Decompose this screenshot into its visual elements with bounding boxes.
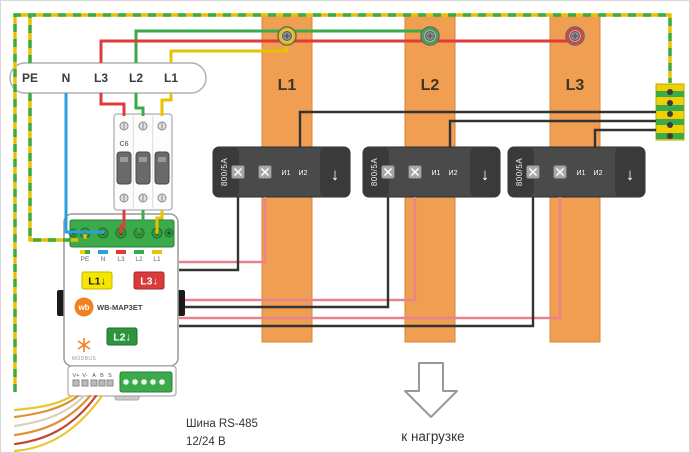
ct1-direction-arrow-icon: ↓ bbox=[331, 165, 340, 184]
supply-label-oval: PE N L3 L2 L1 bbox=[9, 62, 207, 94]
meter-bus-terminal-vminus: V- bbox=[82, 373, 87, 379]
meter-modbus-label: MODBUS bbox=[72, 356, 97, 362]
modbus-snowflake-icon bbox=[77, 338, 91, 352]
meter-model-label: WB-MAP3ET bbox=[97, 303, 143, 312]
ct1-left-cap bbox=[213, 147, 239, 197]
meter-terminal-label-l2: L2 bbox=[135, 256, 143, 263]
meter-bus-terminal-vplus: V+ bbox=[73, 373, 80, 379]
supply-label-l2: L2 bbox=[129, 71, 143, 85]
meter-din-clip-left bbox=[57, 290, 65, 316]
breaker-toggles bbox=[116, 151, 170, 185]
meter-green-connector bbox=[119, 371, 173, 393]
meter-phase-tag-l1: L1↓ bbox=[81, 271, 113, 290]
pe-block-screws bbox=[667, 89, 673, 139]
wire-l2-to-breaker bbox=[134, 93, 145, 116]
pe-block-stripe bbox=[656, 105, 684, 111]
ct1-terminal-label-i1: И1 bbox=[282, 170, 291, 177]
wire-neutral bbox=[64, 93, 105, 234]
meter-bus-terminal-b: B bbox=[100, 373, 104, 379]
meter-phase-tag-l2-label: L2↓ bbox=[113, 332, 131, 344]
current-transformer-2: 800/5А И1 И2 ↓ bbox=[362, 146, 501, 198]
meter-brand-label: wb bbox=[77, 303, 89, 312]
ct2-terminal-label-i2: И2 bbox=[449, 170, 458, 177]
wire-ct2-common-to-pe-block bbox=[448, 119, 656, 148]
meter-phase-tag-l2: L2↓ bbox=[106, 327, 138, 346]
power-note: 12/24 В bbox=[186, 436, 226, 448]
wire-ct2-secondary-i2 bbox=[185, 197, 417, 302]
ct2-right-cap bbox=[470, 147, 500, 197]
wire-pe-border bbox=[13, 13, 672, 392]
ct1-screw-i2-icon bbox=[258, 165, 272, 179]
wire-ct1-common-to-pe-block bbox=[298, 110, 656, 148]
current-transformer-3: 800/5А И1 И2 ↓ bbox=[507, 146, 646, 198]
ct3-terminal-label-i2: И2 bbox=[594, 170, 603, 177]
supply-label-pe: PE bbox=[22, 71, 38, 85]
meter-bus-terminal-a: A bbox=[92, 373, 96, 379]
ct2-left-cap bbox=[363, 147, 389, 197]
wire-l2-breaker-to-meter bbox=[137, 210, 145, 234]
busbar-l2-label: L2 bbox=[421, 77, 440, 94]
busbar-l1-bolt-icon bbox=[277, 26, 297, 46]
ct2-terminal-label-i1: И1 bbox=[432, 170, 441, 177]
busbar-l2-bolt-icon bbox=[420, 26, 440, 46]
meter-terminal-color-markers bbox=[80, 250, 162, 254]
wire-ct3-secondary-i2 bbox=[179, 197, 562, 320]
wire-ct1-secondary-i1 bbox=[179, 197, 240, 272]
wire-l3-breaker-to-meter bbox=[119, 210, 126, 234]
circuit-breaker: C6 bbox=[113, 113, 173, 211]
load-arrow-icon bbox=[404, 362, 458, 418]
ct1-rating-label: 800/5А bbox=[220, 158, 229, 187]
supply-label-l1: L1 bbox=[164, 71, 178, 85]
ct3-terminal-label-i1: И1 bbox=[577, 170, 586, 177]
meter-phase-tag-l1-label: L1↓ bbox=[88, 276, 106, 288]
breaker-pole-dividers bbox=[132, 114, 154, 210]
wire-ct3-secondary-i1 bbox=[179, 197, 535, 328]
wire-l1-breaker-to-meter bbox=[155, 210, 164, 234]
meter-terminal-label-l1: L1 bbox=[153, 256, 161, 263]
ct2-screw-i2-icon bbox=[408, 165, 422, 179]
ct1-terminal-label-i2: И2 bbox=[299, 170, 308, 177]
ct3-screw-i2-icon bbox=[553, 165, 567, 179]
ct1-screw-i1-icon bbox=[231, 165, 245, 179]
meter-din-clip-right bbox=[177, 290, 185, 316]
breaker-top-screws bbox=[119, 121, 167, 131]
wire-l1-to-breaker bbox=[160, 93, 173, 116]
supply-label-l3: L3 bbox=[94, 71, 108, 85]
meter-terminal-label-pe: PE bbox=[81, 256, 90, 263]
meter-terminal-label-n: N bbox=[101, 256, 106, 263]
ct2-screw-i1-icon bbox=[381, 165, 395, 179]
meter-bus-terminal-s: S bbox=[108, 373, 112, 379]
ct3-rating-label: 800/5А bbox=[515, 158, 524, 187]
meter-bus-terminal-screws bbox=[72, 379, 114, 387]
breaker-rating-label: C6 bbox=[120, 141, 129, 148]
supply-oval bbox=[9, 62, 207, 94]
busbar-l3-label: L3 bbox=[566, 77, 585, 94]
ct3-screw-i1-icon bbox=[526, 165, 540, 179]
ct1-right-cap bbox=[320, 147, 350, 197]
pe-terminal-block bbox=[655, 83, 685, 141]
current-transformer-1: 800/5А И1 И2 ↓ bbox=[212, 146, 351, 198]
ct2-direction-arrow-icon: ↓ bbox=[481, 165, 490, 184]
ct3-right-cap bbox=[615, 147, 645, 197]
wire-l3-to-breaker bbox=[99, 93, 126, 116]
wire-pe-to-meter bbox=[28, 93, 87, 242]
busbar-l3-bolt-icon bbox=[565, 26, 585, 46]
meter-brand-logo: wb bbox=[74, 297, 94, 317]
busbar-l1-label: L1 bbox=[278, 77, 297, 94]
supply-label-n: N bbox=[62, 71, 71, 85]
wire-ct3-common-to-pe-block bbox=[593, 128, 656, 148]
ct3-direction-arrow-icon: ↓ bbox=[626, 165, 635, 184]
meter-phase-tag-l3: L3↓ bbox=[133, 271, 165, 290]
wire-ct1-secondary-i2 bbox=[179, 197, 267, 264]
ct2-rating-label: 800/5А bbox=[370, 158, 379, 187]
breaker-bottom-screws bbox=[119, 193, 167, 203]
wire-ct2-secondary-i1 bbox=[185, 197, 390, 309]
meter-terminal-label-l3: L3 bbox=[117, 256, 125, 263]
load-note: к нагрузке bbox=[401, 429, 464, 444]
meter-phase-tag-l3-label: L3↓ bbox=[140, 276, 158, 288]
rs485-bus-note: Шина RS-485 bbox=[186, 418, 258, 430]
ct3-left-cap bbox=[508, 147, 534, 197]
rs485-twisted-wires bbox=[13, 394, 104, 453]
